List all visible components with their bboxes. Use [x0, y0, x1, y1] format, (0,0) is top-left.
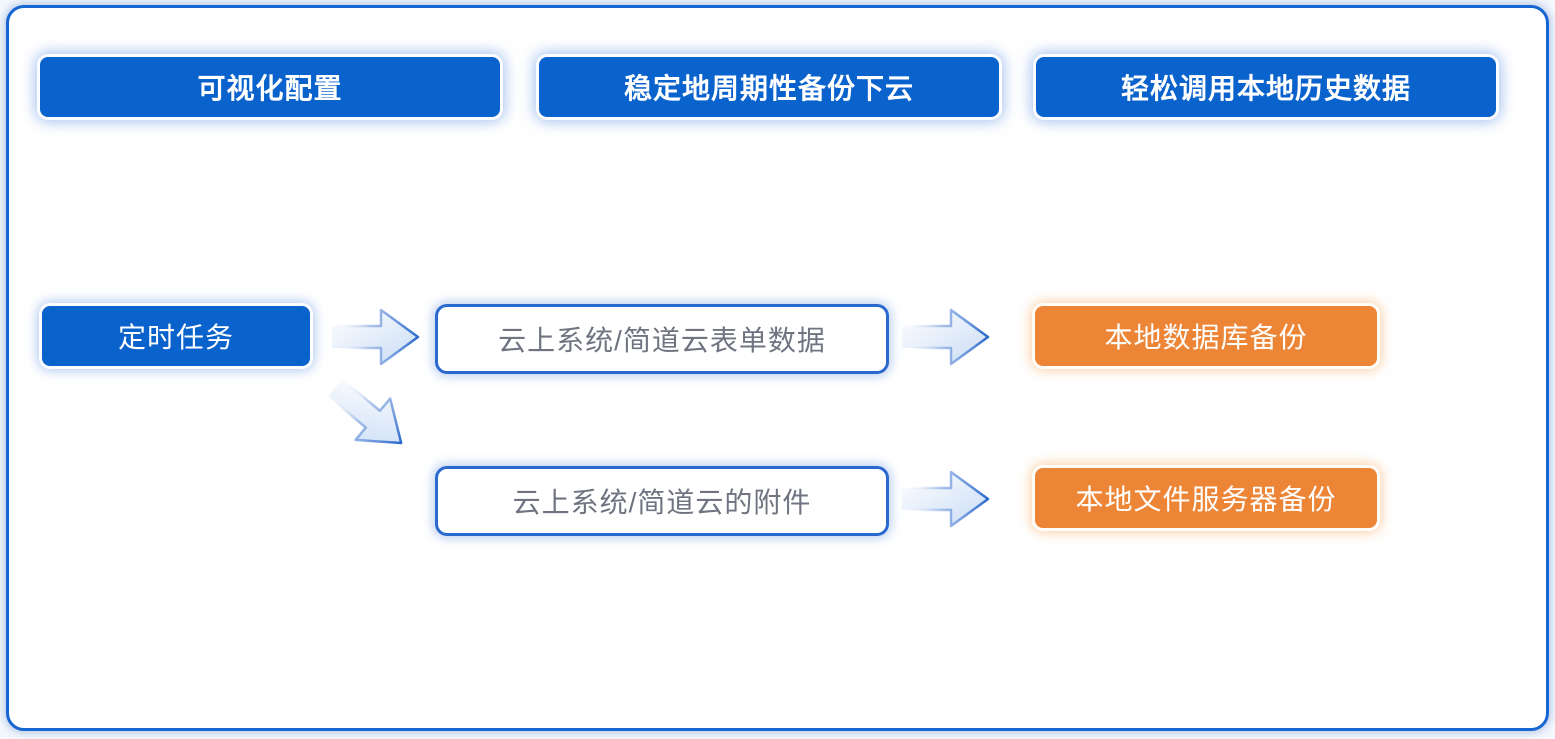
header-periodic-backup: 稳定地周期性备份下云 [539, 57, 999, 117]
node-label: 云上系统/简道云的附件 [512, 487, 812, 518]
header-label: 轻松调用本地历史数据 [1120, 73, 1411, 104]
arrow-right-icon [901, 470, 990, 528]
node-local-file-backup: 本地文件服务器备份 [1035, 468, 1377, 528]
arrow-down-right-icon [326, 378, 403, 445]
node-scheduled-task: 定时任务 [42, 306, 310, 366]
header-visual-config: 可视化配置 [40, 57, 500, 117]
node-local-db-backup: 本地数据库备份 [1035, 306, 1377, 366]
node-label: 本地数据库备份 [1104, 322, 1308, 353]
node-label: 定时任务 [117, 322, 234, 353]
header-label: 可视化配置 [197, 73, 343, 104]
node-label: 本地文件服务器备份 [1075, 484, 1337, 515]
arrow-right-icon [901, 308, 990, 366]
arrow-right-icon [331, 308, 420, 366]
node-cloud-attachments: 云上系统/简道云的附件 [435, 466, 889, 536]
node-label: 云上系统/简道云表单数据 [498, 325, 826, 356]
header-local-history: 轻松调用本地历史数据 [1036, 57, 1496, 117]
header-label: 稳定地周期性备份下云 [623, 73, 914, 104]
node-cloud-form-data: 云上系统/简道云表单数据 [435, 304, 889, 374]
